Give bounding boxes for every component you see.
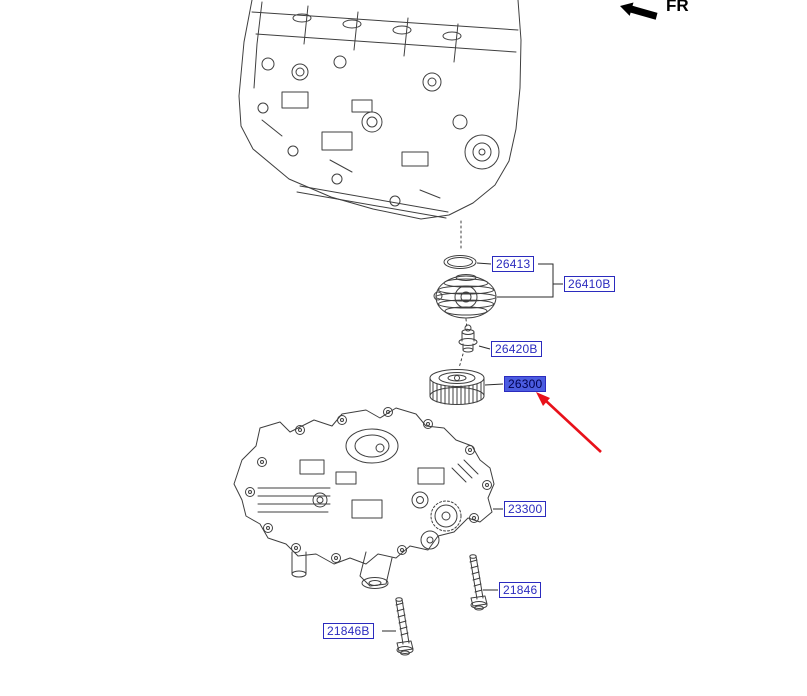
oring-illustration [443, 255, 477, 269]
assembly-connector-lines [458, 220, 468, 369]
oil-filter-illustration [429, 369, 485, 405]
bolt-21846b-illustration [395, 597, 414, 656]
part-label-26300[interactable]: 26300 [504, 376, 547, 392]
part-label-26420b[interactable]: 26420B [491, 341, 542, 357]
bypass-valve-illustration [458, 324, 478, 353]
oil-pump-assembly-illustration [233, 407, 495, 589]
fr-label: FR [666, 0, 689, 15]
bolt-21846-illustration [469, 554, 488, 611]
oil-cooler-illustration [433, 274, 497, 319]
part-label-26410b[interactable]: 26410B [564, 276, 615, 292]
part-label-23300[interactable]: 23300 [504, 501, 547, 517]
part-label-26413[interactable]: 26413 [492, 256, 535, 272]
part-label-21846[interactable]: 21846 [499, 582, 542, 598]
fr-arrow-icon [620, 2, 658, 20]
engine-block-illustration [238, 0, 522, 220]
part-label-21846b[interactable]: 21846B [323, 623, 374, 639]
fr-direction-marker: FR [620, 0, 689, 20]
selection-pointer-arrow [536, 392, 602, 453]
leader-lines [382, 262, 563, 632]
